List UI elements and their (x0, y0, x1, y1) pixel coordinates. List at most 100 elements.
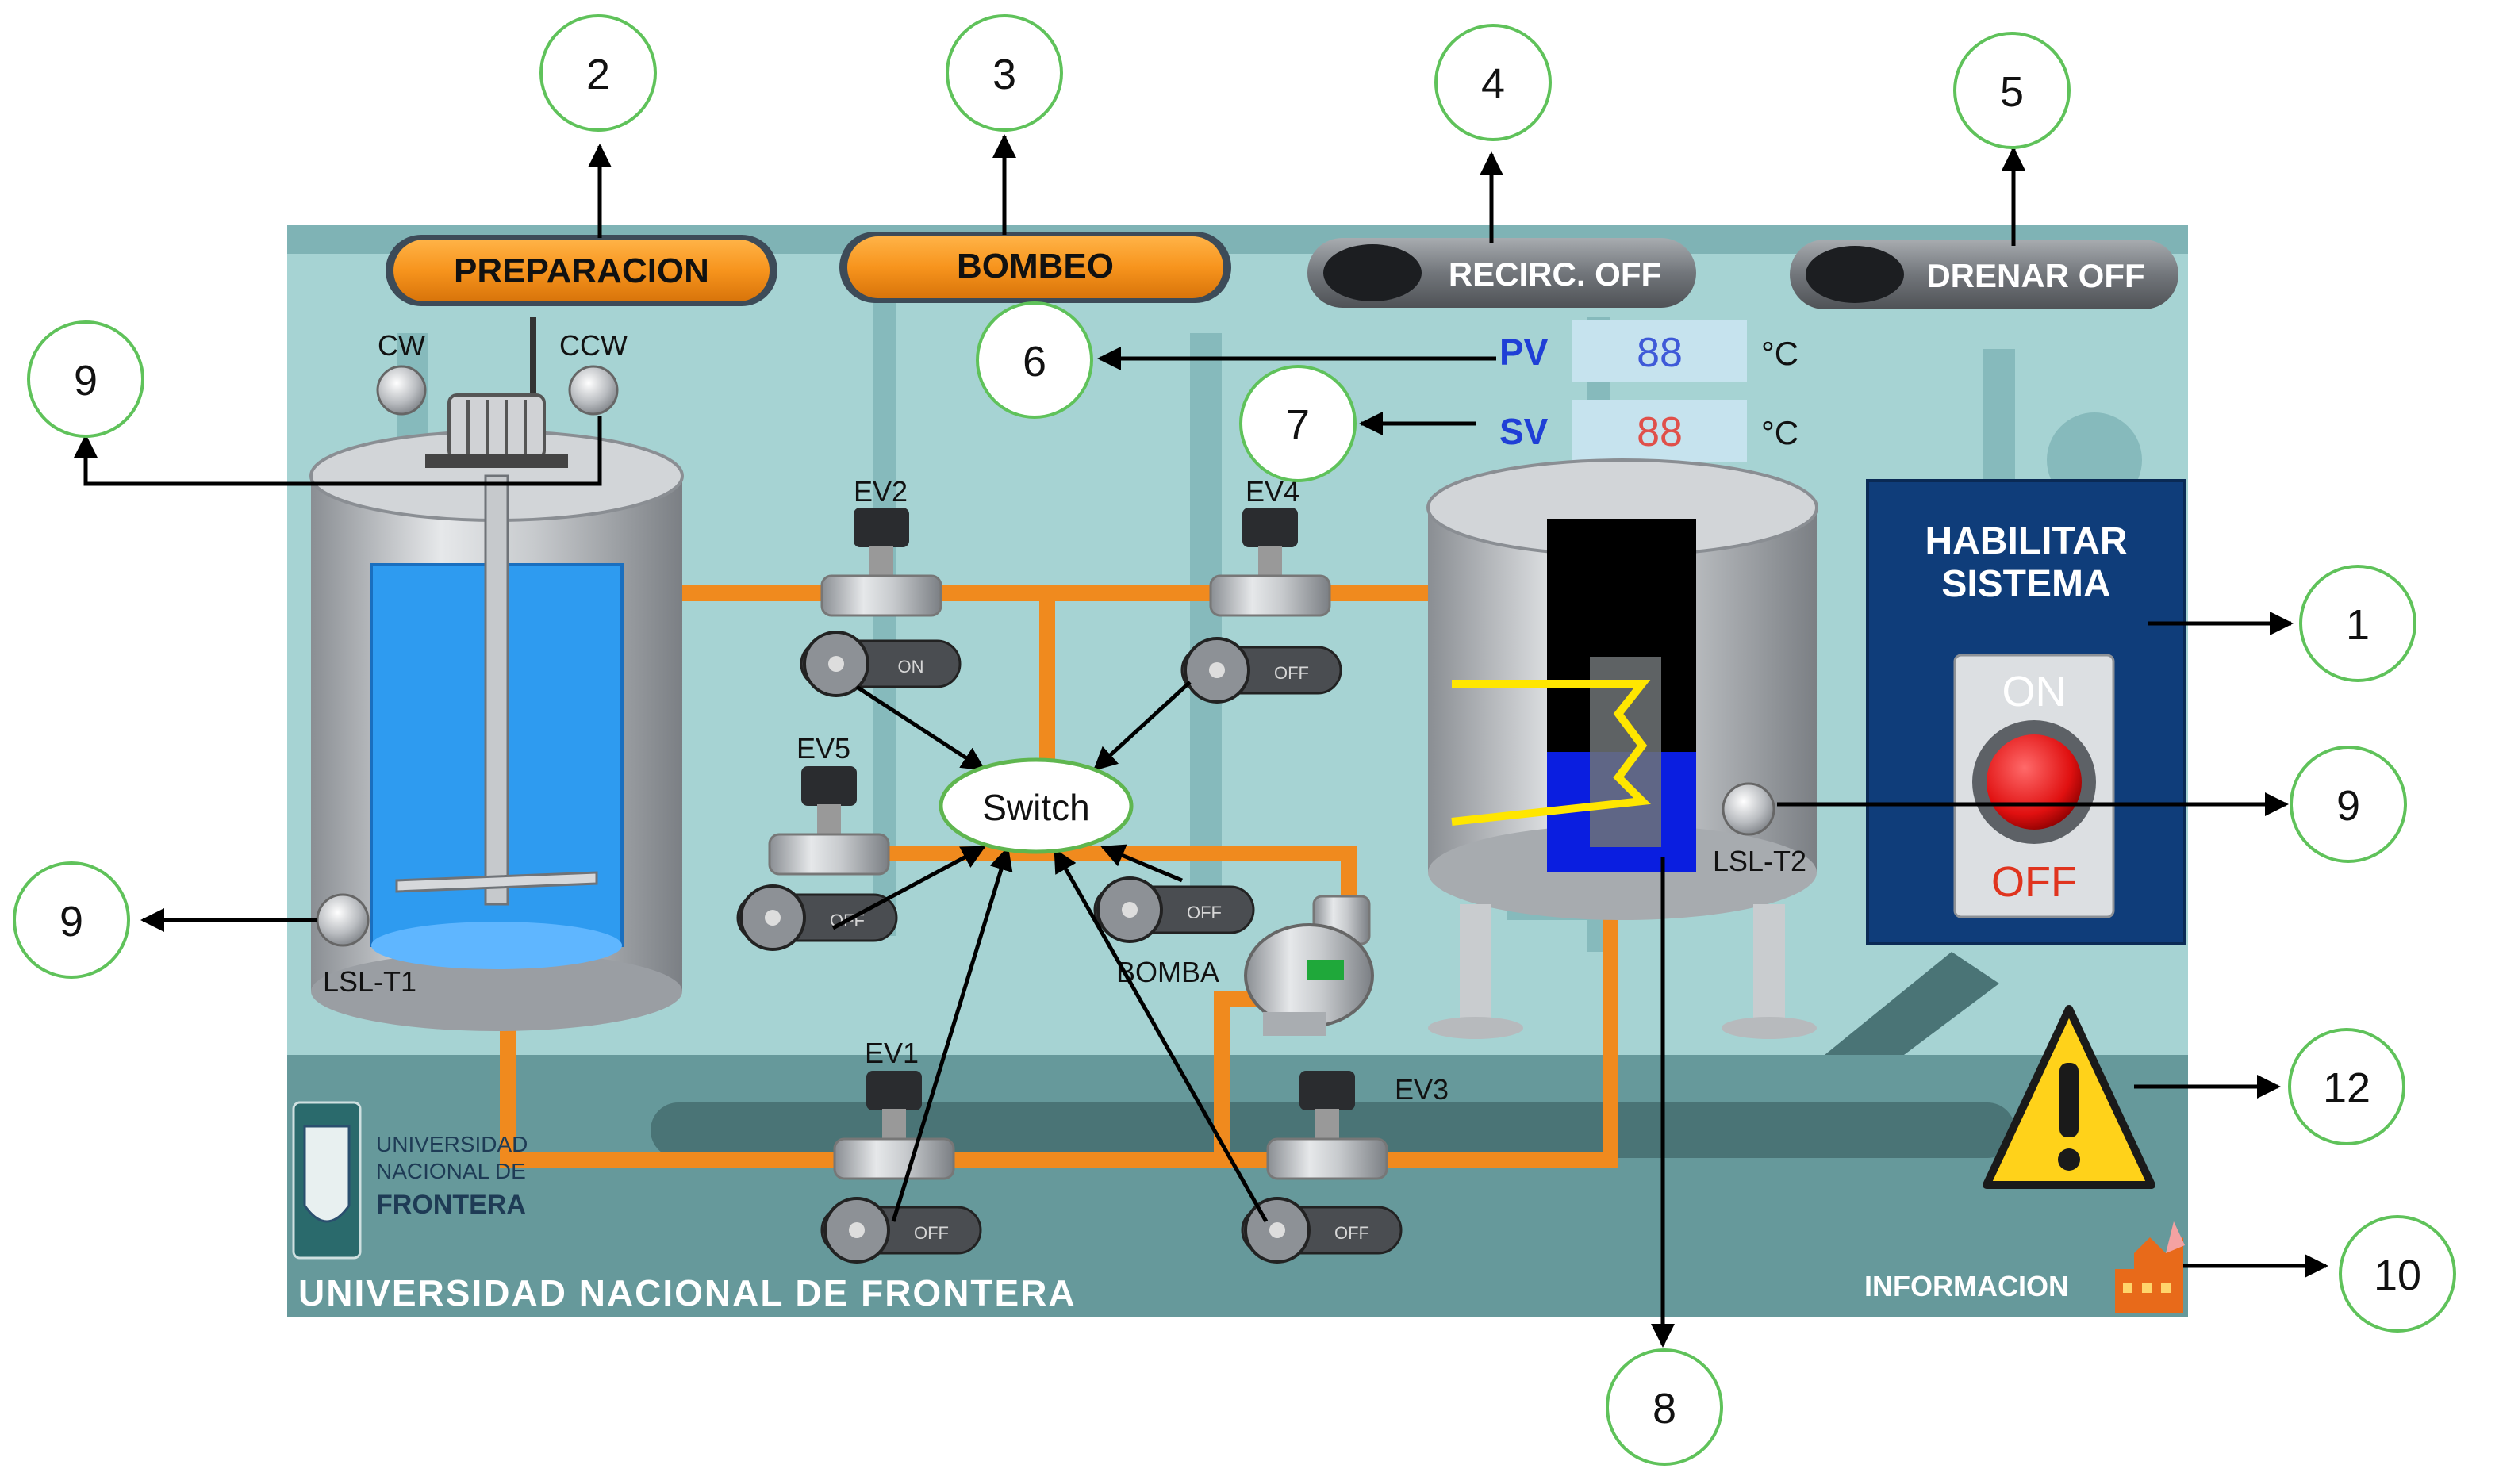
callout-9-lsl-t2: 9 (2290, 746, 2407, 863)
pv-unit: °C (1761, 335, 1798, 372)
drenar-indicator-icon (1806, 246, 1904, 303)
callout-6-number: 6 (1023, 338, 1046, 385)
callout-7-number: 7 (1286, 401, 1310, 449)
callout-9-lsl-t1: 9 (13, 861, 130, 979)
pv-value: 88 (1637, 330, 1683, 376)
footer-title: UNIVERSIDAD NACIONAL DE FRONTERA (298, 1272, 1077, 1313)
callout-10-number: 10 (2374, 1252, 2421, 1299)
toggle-ev2-state: ON (898, 657, 924, 677)
callout-arrows (74, 134, 2328, 1348)
floor-dark (287, 1055, 2188, 1317)
informacion-label: INFORMACION (1864, 1270, 2069, 1302)
pump-bomba (1244, 895, 1374, 1036)
ev1-label: EV1 (865, 1037, 919, 1069)
drenar-button[interactable]: DRENAR OFF (1790, 240, 2178, 309)
callout-3: 3 (946, 14, 1063, 132)
habilitar-on-label: ON (2002, 668, 2067, 715)
heater-coil-icon (1451, 680, 1651, 826)
callout-5-number: 5 (2000, 68, 2024, 116)
switch-arrows (831, 681, 1269, 1223)
callout-8-number: 8 (1653, 1385, 1676, 1432)
preparacion-label: PREPARACION (454, 251, 709, 290)
heater-element (1590, 657, 1661, 847)
sv-label: SV (1499, 411, 1549, 452)
callout-9a-number: 9 (74, 357, 98, 405)
bombeo-label: BOMBEO (957, 247, 1114, 286)
callout-9-motor: 9 (27, 320, 144, 438)
logo-line2: NACIONAL DE (376, 1159, 526, 1183)
toggle-ev1-state: OFF (914, 1223, 949, 1243)
callout-circles: 2 3 4 5 6 7 9 9 (13, 14, 2456, 1466)
toggle-ev3-state: OFF (1334, 1223, 1369, 1243)
pipe-bottom (500, 896, 1618, 1168)
toggle-ev1[interactable]: OFF (820, 1197, 982, 1264)
switch-label: Switch (982, 787, 1089, 828)
habilitar-off-label: OFF (1991, 858, 2077, 906)
cw-indicator-icon (376, 365, 427, 416)
drenar-label: DRENAR OFF (1926, 257, 2144, 294)
toggle-ev4[interactable]: OFF (1180, 637, 1342, 704)
toggle-ev3[interactable]: OFF (1241, 1197, 1403, 1264)
pv-readout: PV 88 °C (1499, 320, 1798, 382)
callout-2-number: 2 (586, 51, 610, 98)
callout-5: 5 (1953, 32, 2071, 149)
warning-icon[interactable] (1983, 1005, 2155, 1189)
agitator-blade (395, 871, 598, 893)
recirc-label: RECIRC. OFF (1449, 255, 1661, 293)
toggle-bomba[interactable]: OFF (1093, 876, 1255, 943)
ev2-label: EV2 (854, 475, 908, 508)
callout-6: 6 (976, 301, 1093, 419)
callout-1: 1 (2299, 565, 2416, 682)
informacion-button[interactable]: INFORMACION (1864, 1221, 2185, 1313)
ccw-indicator-icon (568, 365, 619, 416)
bombeo-button[interactable]: BOMBEO (839, 232, 1231, 303)
callout-9b-number: 9 (60, 898, 83, 945)
callout-4-number: 4 (1481, 60, 1505, 108)
valve-ev4: EV4 (1209, 475, 1331, 617)
switch-bubble: Switch (939, 757, 1134, 854)
recirc-button[interactable]: RECIRC. OFF (1307, 238, 1696, 308)
toggle-ev5[interactable]: OFF (736, 884, 898, 951)
callout-7: 7 (1239, 365, 1357, 482)
factory-icon (2115, 1221, 2185, 1313)
valve-ev5: EV5 (768, 732, 890, 876)
callout-10: 10 (2339, 1215, 2456, 1333)
callout-2: 2 (539, 14, 657, 132)
callout-12-number: 12 (2323, 1064, 2370, 1112)
preparacion-button[interactable]: PREPARACION (386, 235, 777, 306)
robot-arm-silhouette (1825, 952, 1999, 1055)
sv-readout: SV 88 °C (1499, 400, 1798, 462)
lsl-t2-label: LSL-T2 (1713, 845, 1806, 877)
callout-9c-number: 9 (2336, 782, 2360, 830)
callout-12: 12 (2288, 1028, 2405, 1145)
pump-status-icon (1307, 960, 1344, 980)
sv-input[interactable] (1572, 400, 1747, 462)
sv-value: 88 (1637, 409, 1683, 455)
toggle-ev4-state: OFF (1274, 663, 1309, 683)
agitator-shaft (484, 474, 509, 906)
enable-system-button[interactable] (1972, 720, 2096, 844)
valve-ev2: EV2 (820, 475, 942, 617)
toggle-bomba-state: OFF (1187, 903, 1222, 922)
cw-label: CW (378, 329, 425, 362)
logo-line1: UNIVERSIDAD (376, 1132, 528, 1156)
callout-8: 8 (1606, 1348, 1723, 1466)
pv-label: PV (1499, 332, 1549, 373)
habilitar-line1: HABILITAR (1925, 520, 2127, 562)
logo-line3: FRONTERA (376, 1190, 526, 1220)
lsl-t1-label: LSL-T1 (323, 965, 416, 998)
motor-icon (425, 393, 568, 468)
bomba-label: BOMBA (1116, 956, 1219, 988)
university-logo: UNIVERSIDAD NACIONAL DE FRONTERA (292, 1101, 528, 1260)
valve-ev3: EV3 (1266, 1071, 1449, 1180)
recirc-indicator-icon (1323, 244, 1422, 301)
habilitar-panel: HABILITAR SISTEMA ON OFF (1866, 479, 2186, 945)
sv-unit: °C (1761, 414, 1798, 451)
lsl-t1-indicator-icon (316, 893, 370, 947)
toggle-ev2[interactable]: ON (800, 631, 962, 697)
callout-1-number: 1 (2346, 601, 2370, 649)
ccw-label: CCW (559, 329, 628, 362)
valve-ev1: EV1 (833, 1037, 955, 1180)
